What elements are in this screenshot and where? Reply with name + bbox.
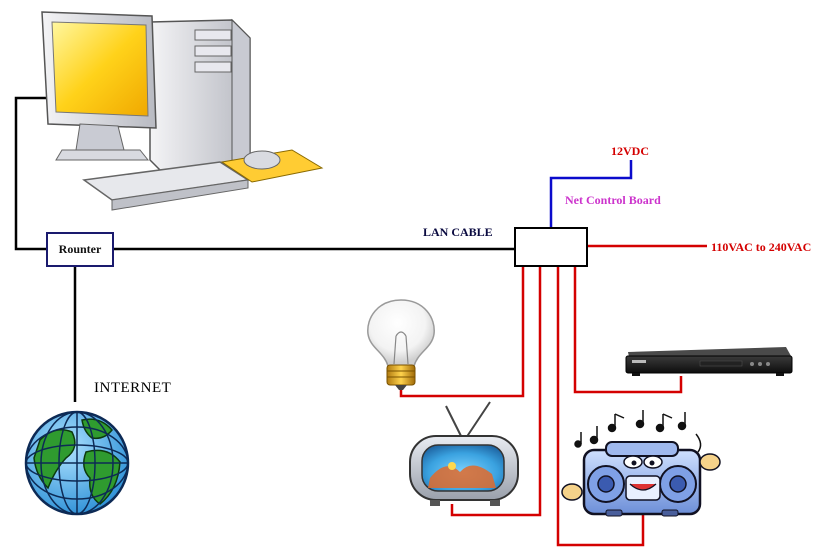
router-box: Rounter: [46, 232, 114, 267]
net-control-board-label: Net Control Board: [565, 193, 661, 207]
boombox-wire: [556, 267, 645, 547]
dc-power-wire: [549, 160, 633, 227]
tv-wire: [450, 267, 542, 517]
dvd-wire: [573, 267, 683, 394]
bulb-wire: [399, 267, 525, 398]
internet-label: INTERNET: [94, 380, 172, 396]
pc-to-router-cable: [14, 96, 46, 251]
dc-input-label: 12VDC: [611, 144, 649, 158]
lan-cable-label: LAN CABLE: [423, 225, 493, 239]
router-label: Rounter: [58, 242, 102, 256]
ac-input-label: 110VAC to 240VAC: [711, 240, 812, 254]
net-control-board-box: [514, 227, 588, 267]
